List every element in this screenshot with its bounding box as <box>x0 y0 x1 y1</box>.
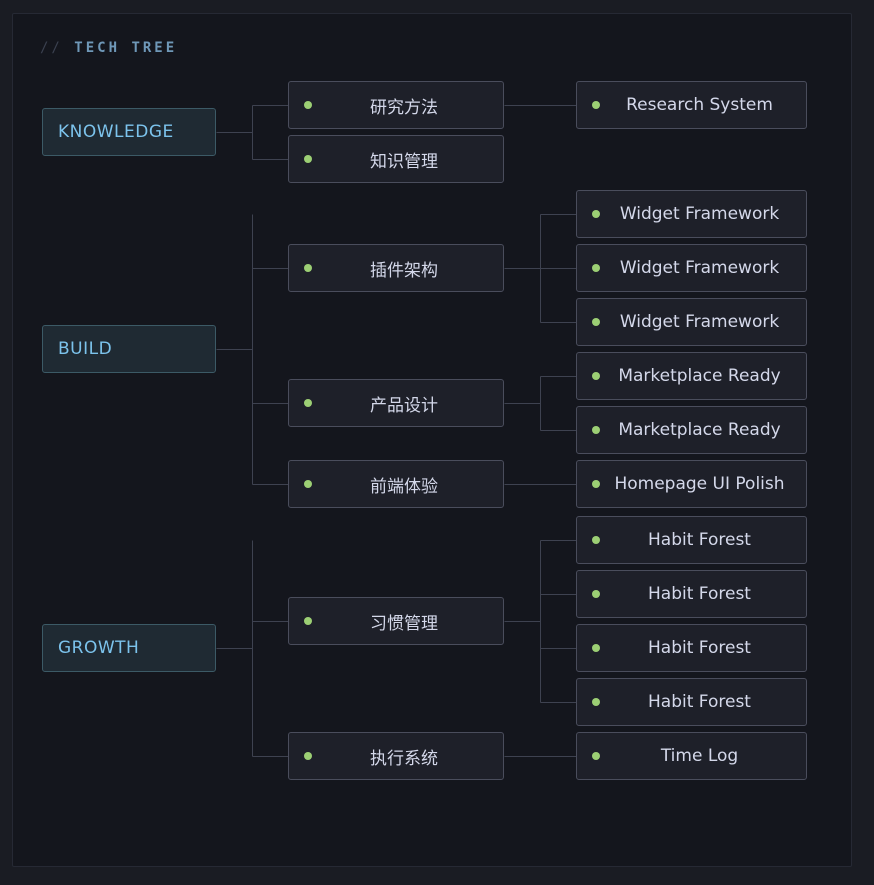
leaf-node[interactable]: Marketplace Ready <box>576 352 807 400</box>
leaf-label: Research System <box>626 95 773 115</box>
leaf-node[interactable]: Widget Framework <box>576 190 807 238</box>
branch-node[interactable]: 产品设计 <box>288 379 504 427</box>
leaf-label: Marketplace Ready <box>618 420 781 440</box>
status-dot-icon <box>592 210 600 218</box>
status-dot-icon <box>592 590 600 598</box>
status-dot-icon <box>304 752 312 760</box>
category-growth[interactable]: GROWTH <box>42 624 216 672</box>
leaf-node[interactable]: Research System <box>576 81 807 129</box>
category-knowledge[interactable]: KNOWLEDGE <box>42 108 216 156</box>
branch-label: 执行系统 <box>370 748 438 769</box>
status-dot-icon <box>592 264 600 272</box>
leaf-label: Widget Framework <box>619 204 780 224</box>
status-dot-icon <box>592 101 600 109</box>
status-dot-icon <box>592 536 600 544</box>
panel-title: // TECH TREE <box>40 40 177 56</box>
branch-node[interactable]: 执行系统 <box>288 732 504 780</box>
status-dot-icon <box>304 399 312 407</box>
leaf-node[interactable]: Marketplace Ready <box>576 406 807 454</box>
status-dot-icon <box>592 372 600 380</box>
category-label: KNOWLEDGE <box>58 122 174 142</box>
branch-node[interactable]: 知识管理 <box>288 135 504 183</box>
leaf-node[interactable]: Habit Forest <box>576 516 807 564</box>
branch-label: 知识管理 <box>370 151 438 172</box>
leaf-node[interactable]: Habit Forest <box>576 678 807 726</box>
leaf-node[interactable]: Habit Forest <box>576 624 807 672</box>
leaf-label: Widget Framework <box>619 258 780 278</box>
status-dot-icon <box>592 644 600 652</box>
leaf-label: Homepage UI Polish <box>614 474 785 494</box>
leaf-label: Marketplace Ready <box>618 366 781 386</box>
status-dot-icon <box>592 480 600 488</box>
category-label: GROWTH <box>58 638 140 658</box>
leaf-node[interactable]: Homepage UI Polish <box>576 460 807 508</box>
status-dot-icon <box>592 318 600 326</box>
status-dot-icon <box>304 617 312 625</box>
branch-node[interactable]: 插件架构 <box>288 244 504 292</box>
branch-node[interactable]: 前端体验 <box>288 460 504 508</box>
leaf-label: Time Log <box>660 746 739 766</box>
branch-label: 产品设计 <box>370 395 438 416</box>
leaf-label: Habit Forest <box>648 692 751 712</box>
title-prefix: // <box>40 40 63 56</box>
branch-node[interactable]: 研究方法 <box>288 81 504 129</box>
status-dot-icon <box>592 698 600 706</box>
branch-label: 插件架构 <box>370 260 438 281</box>
leaf-node[interactable]: Time Log <box>576 732 807 780</box>
leaf-node[interactable]: Widget Framework <box>576 244 807 292</box>
leaf-label: Widget Framework <box>619 312 780 332</box>
category-label: BUILD <box>58 339 113 359</box>
status-dot-icon <box>304 480 312 488</box>
status-dot-icon <box>592 426 600 434</box>
status-dot-icon <box>304 264 312 272</box>
leaf-label: Habit Forest <box>648 530 751 550</box>
leaf-node[interactable]: Habit Forest <box>576 570 807 618</box>
leaf-node[interactable]: Widget Framework <box>576 298 807 346</box>
branch-label: 前端体验 <box>370 476 438 497</box>
status-dot-icon <box>304 155 312 163</box>
category-build[interactable]: BUILD <box>42 325 216 373</box>
status-dot-icon <box>304 101 312 109</box>
branch-node[interactable]: 习惯管理 <box>288 597 504 645</box>
branch-label: 研究方法 <box>370 97 438 118</box>
leaf-label: Habit Forest <box>648 584 751 604</box>
title-text: TECH TREE <box>74 40 178 56</box>
leaf-label: Habit Forest <box>648 638 751 658</box>
status-dot-icon <box>592 752 600 760</box>
branch-label: 习惯管理 <box>370 613 438 634</box>
